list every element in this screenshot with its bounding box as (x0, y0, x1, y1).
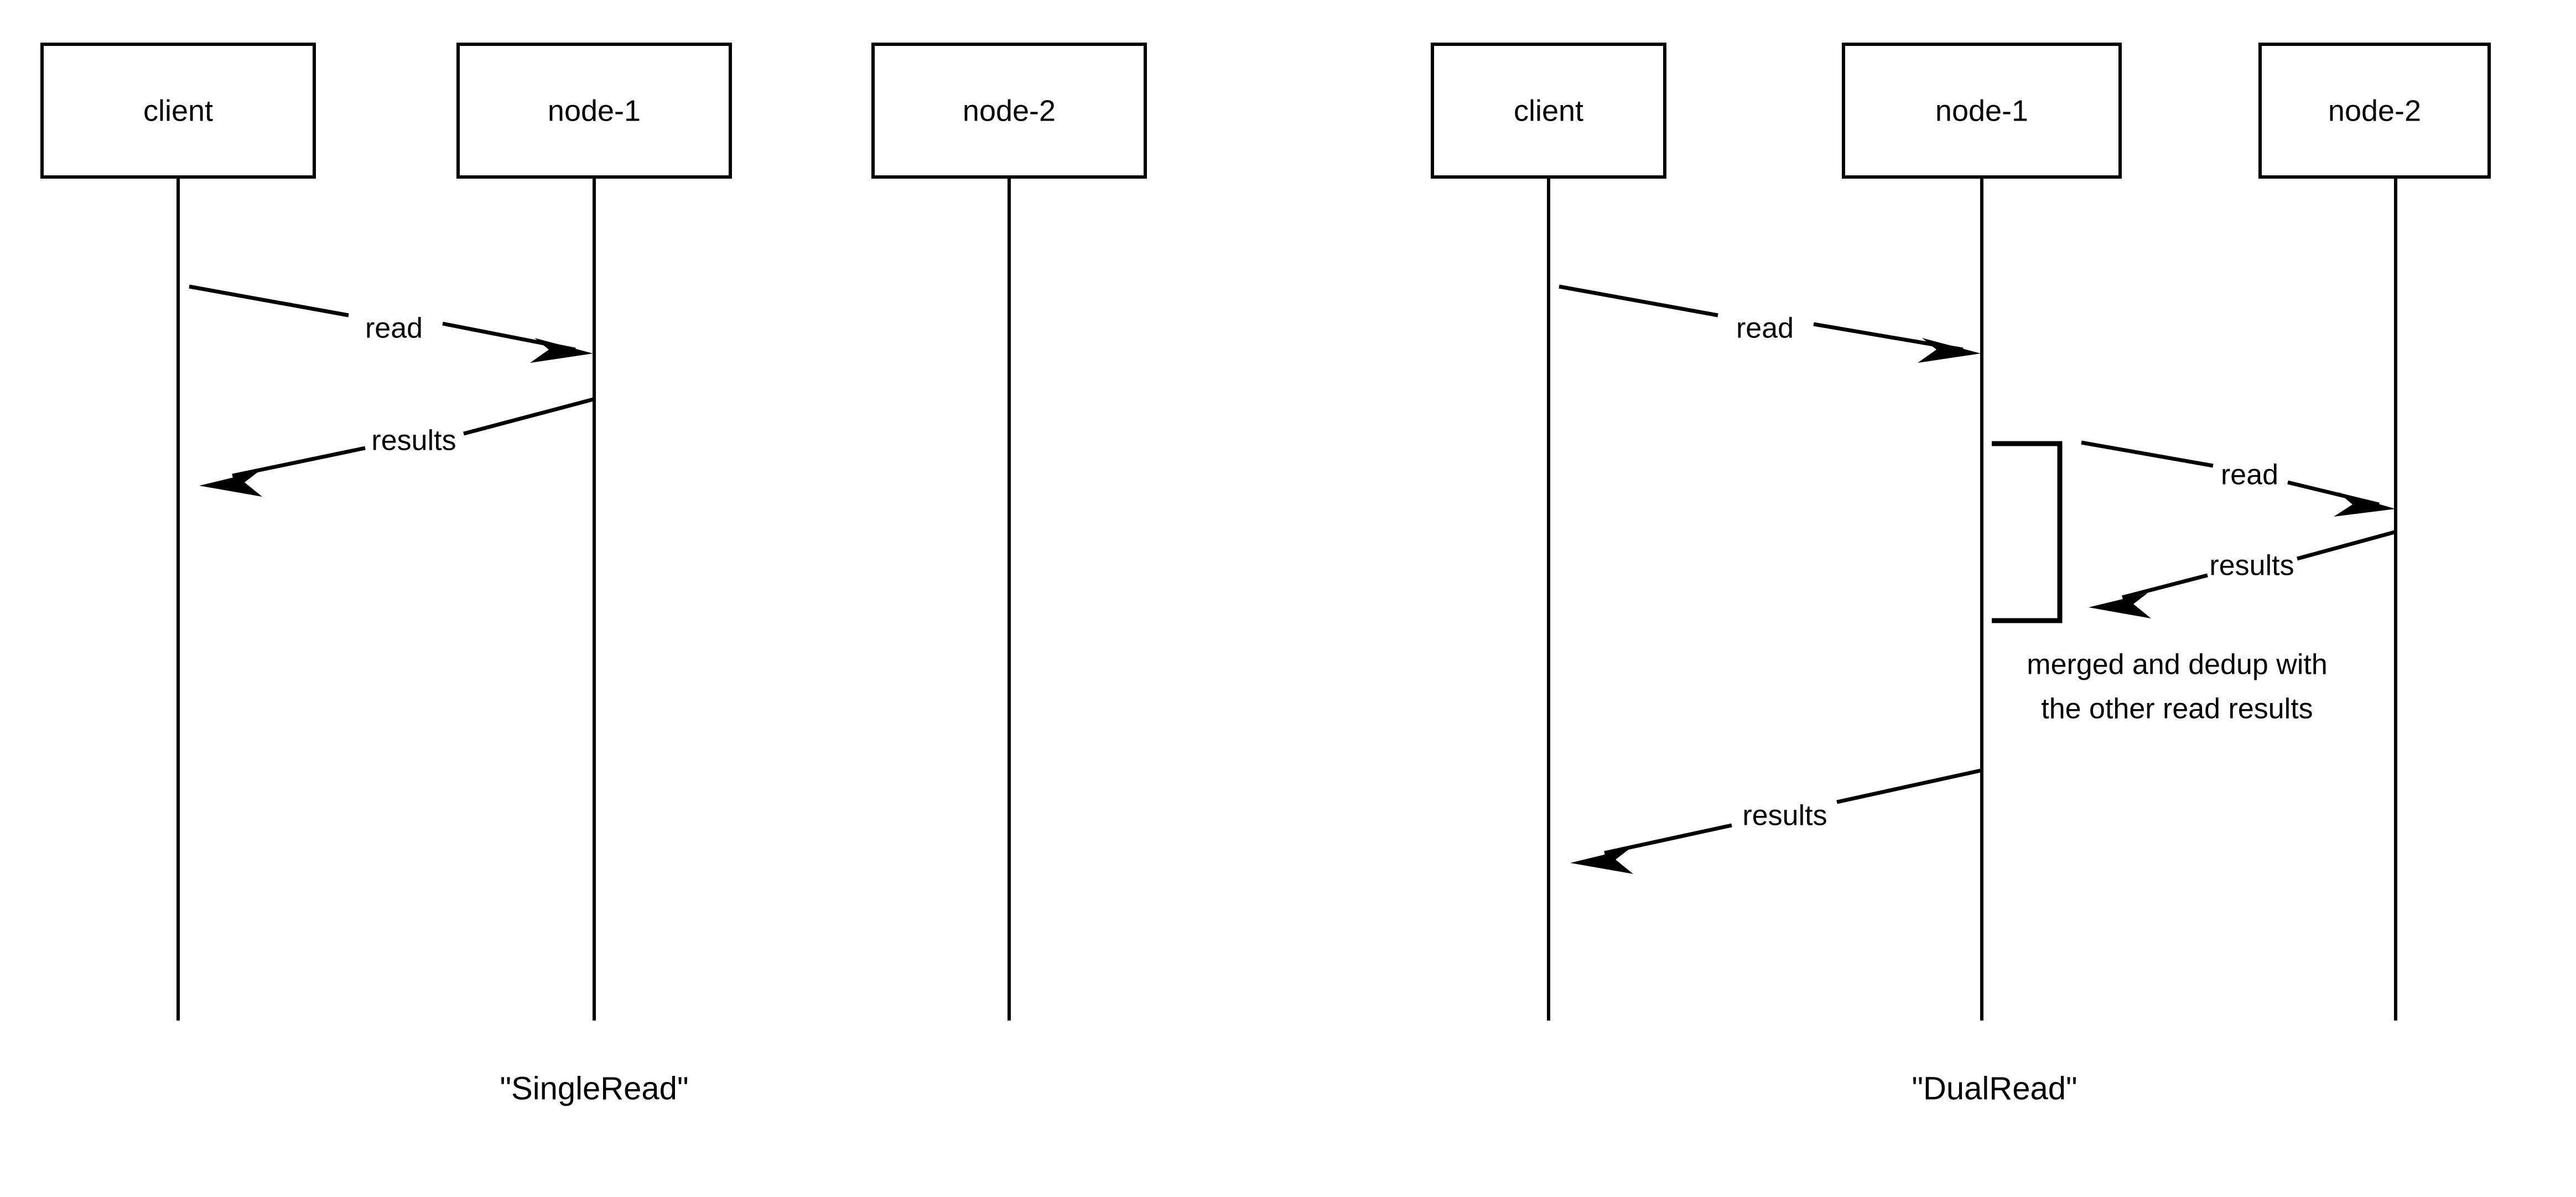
diagram-caption-single-read: "SingleRead" (500, 1070, 688, 1106)
arrow-head-right-icon (2334, 492, 2396, 517)
message-line-segment-left (2122, 573, 2208, 600)
message-read-client-to-node-1[interactable]: read (1559, 284, 1981, 363)
activation-box-node-1 (1992, 441, 2063, 623)
arrow-head-right-icon (1918, 338, 1981, 363)
participant-node-1[interactable]: node-1 (1842, 43, 2122, 1021)
participant-box-client[interactable] (1431, 43, 1666, 179)
message-label-read: read (1736, 313, 1794, 345)
participant-box-node-2[interactable] (871, 43, 1147, 179)
activation-bracket-node-1 (1992, 441, 2063, 623)
message-line-segment-left (1559, 284, 1718, 318)
message-label-read: read (365, 313, 423, 345)
participant-label-client: client (143, 94, 213, 127)
message-label-read: read (2221, 459, 2278, 491)
arrow-head-left-icon (2089, 593, 2151, 618)
participant-node-2[interactable]: node-2 (2258, 43, 2491, 1021)
arrow-head-right-icon (530, 338, 593, 363)
arrow-head-left-icon (1570, 849, 1633, 874)
message-line-segment-right (463, 397, 594, 436)
message-read-client-to-node-1[interactable]: read (189, 284, 593, 363)
message-line-segment-left (189, 284, 349, 318)
participant-client[interactable]: client (40, 43, 316, 1021)
participant-box-client[interactable] (40, 43, 316, 179)
message-line-segment-right (2297, 530, 2395, 561)
participant-box-node-1[interactable] (1842, 43, 2122, 179)
participant-box-node-2[interactable] (2258, 43, 2491, 179)
note-line-2: the other read results (2041, 693, 2313, 725)
note-merged-dedup: merged and dedup with the other read res… (2027, 649, 2328, 725)
message-line-segment-left (232, 446, 366, 478)
participant-client[interactable]: client (1431, 43, 1666, 1021)
participant-box-node-1[interactable] (456, 43, 732, 179)
participant-label-client: client (1514, 94, 1583, 127)
arrow-head-left-icon (199, 471, 262, 497)
message-results-node-1-to-client[interactable]: results (199, 397, 594, 497)
diagram-caption-dual-read: "DualRead" (1912, 1070, 2077, 1106)
message-results-node-1-to-client[interactable]: results (1570, 768, 1981, 874)
diagram-dual-read: client node-1 node-2 read (1431, 43, 2491, 1106)
message-line-segment-left (1604, 823, 1732, 855)
participant-node-2[interactable]: node-2 (871, 43, 1147, 1021)
participant-label-node-2: node-2 (2328, 94, 2421, 127)
message-read-node-1-to-node-2[interactable]: read (2081, 440, 2396, 517)
diagram-single-read: client node-1 node-2 read (40, 43, 1147, 1106)
message-results-node-2-to-node-1[interactable]: results (2089, 530, 2395, 618)
message-label-results: results (2209, 550, 2294, 582)
participant-label-node-1: node-1 (1935, 94, 2028, 127)
participant-label-node-1: node-1 (548, 94, 641, 127)
message-line-segment-left (2081, 440, 2214, 468)
message-line-segment-right (1836, 768, 1981, 804)
message-label-results: results (1742, 800, 1827, 832)
message-label-results: results (371, 425, 456, 457)
note-line-1: merged and dedup with (2027, 649, 2328, 681)
participant-label-node-2: node-2 (963, 94, 1056, 127)
participant-node-1[interactable]: node-1 (456, 43, 732, 1021)
